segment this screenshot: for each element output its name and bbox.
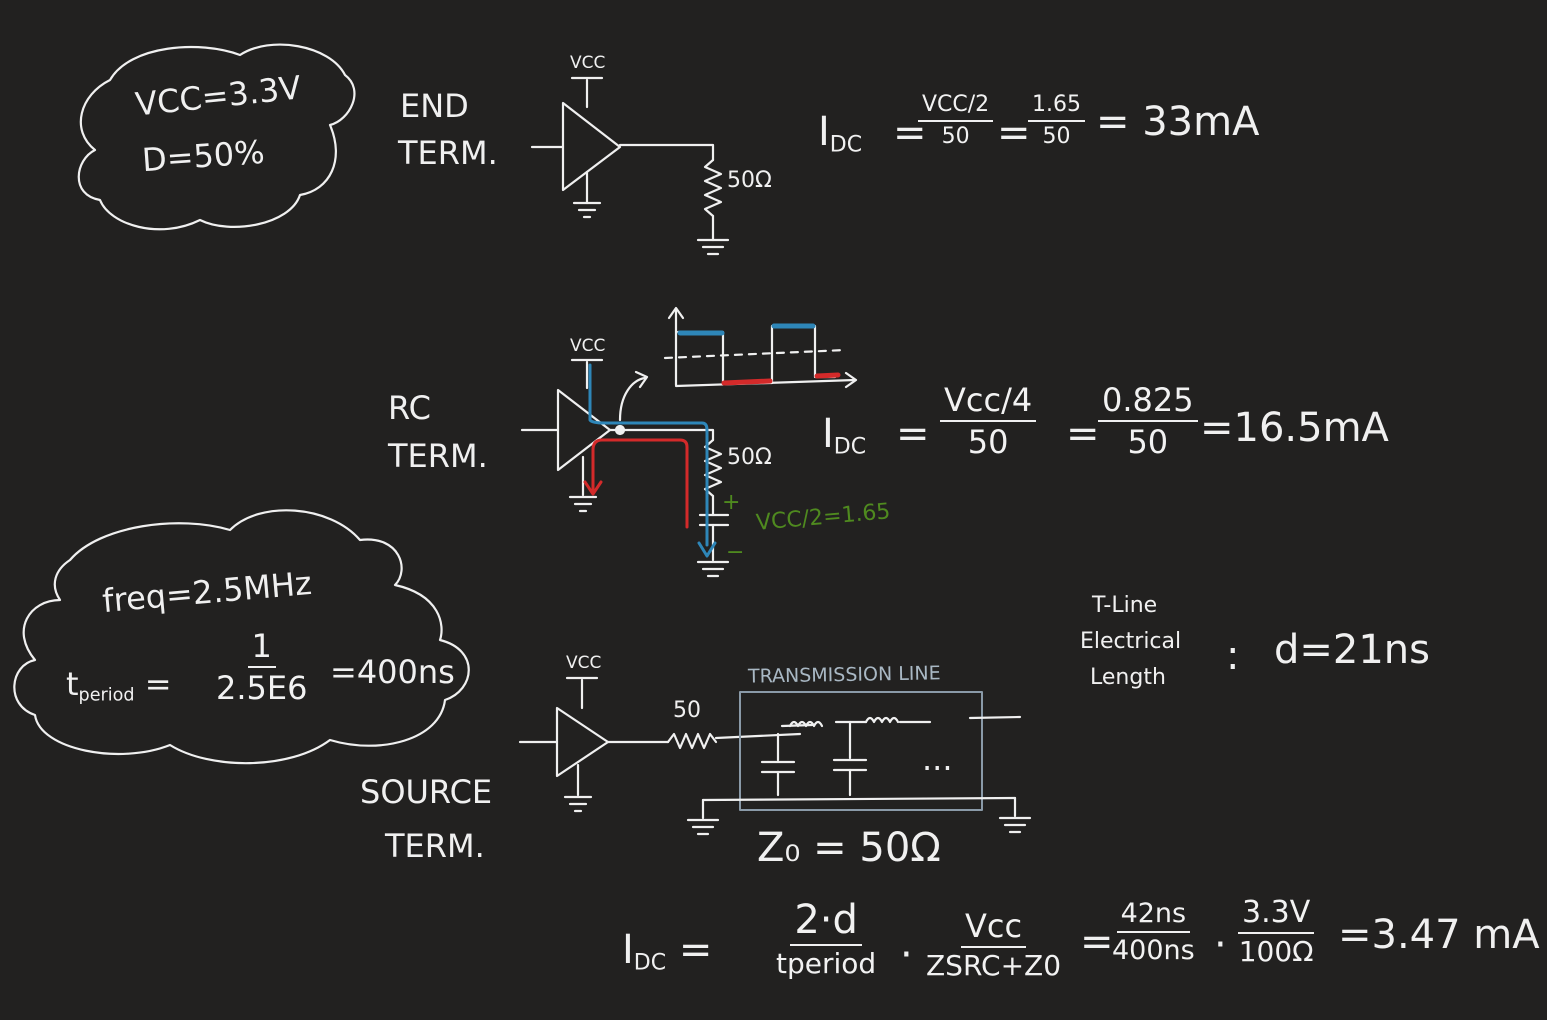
source-term-title-1: SOURCE [360,773,493,811]
rc-term-circuit [520,358,730,578]
end-term-resistor-label: 50Ω [727,168,772,193]
rc-term-title-1: RC [388,389,431,427]
tline-label-2: Electrical [1080,629,1182,654]
cap-minus-label: − [726,540,745,565]
tline-label-1: T-Line [1092,593,1158,618]
conditions-cloud [77,43,356,231]
tline-colon: : [1226,633,1240,679]
source-term-title-2: TERM. [385,827,485,865]
src-eq-lhs: IDC = [622,927,713,976]
source-term-vcc-label: VCC [566,653,602,673]
tline-label-3: Length [1090,665,1166,690]
end-term-title-1: END [400,87,469,125]
z0-label: Z₀ = 50Ω [757,825,941,871]
src-eq-result: =3.47 mA [1338,912,1540,958]
period-result: =400ns [330,653,455,691]
rc-term-vcc-label: VCC [570,336,606,356]
end-eq-lhs: IDC [818,109,863,158]
frequency-cloud [13,509,470,765]
tline-delay-value: d=21ns [1274,627,1430,673]
end-term-vcc-label: VCC [570,53,606,73]
rc-term-title-2: TERM. [388,437,488,475]
rc-waveform [618,306,858,422]
end-term-circuit [530,76,730,256]
rc-eq-result: =16.5mA [1200,405,1389,451]
rc-eq-lhs: IDC [822,411,867,460]
source-term-circuit [518,676,1032,836]
rc-term-resistor-label: 50Ω [727,445,772,470]
period-lhs: tperiod = [66,665,172,706]
cap-plus-label: + [722,490,741,515]
end-eq-result: = 33mA [1096,99,1260,145]
tline-ellipsis: ... [922,740,953,778]
duty-condition: D=50% [140,132,266,180]
end-term-title-2: TERM. [398,134,498,172]
tline-box-label: TRANSMISSION LINE [747,662,941,688]
source-resistor-label: 50 [673,698,701,723]
